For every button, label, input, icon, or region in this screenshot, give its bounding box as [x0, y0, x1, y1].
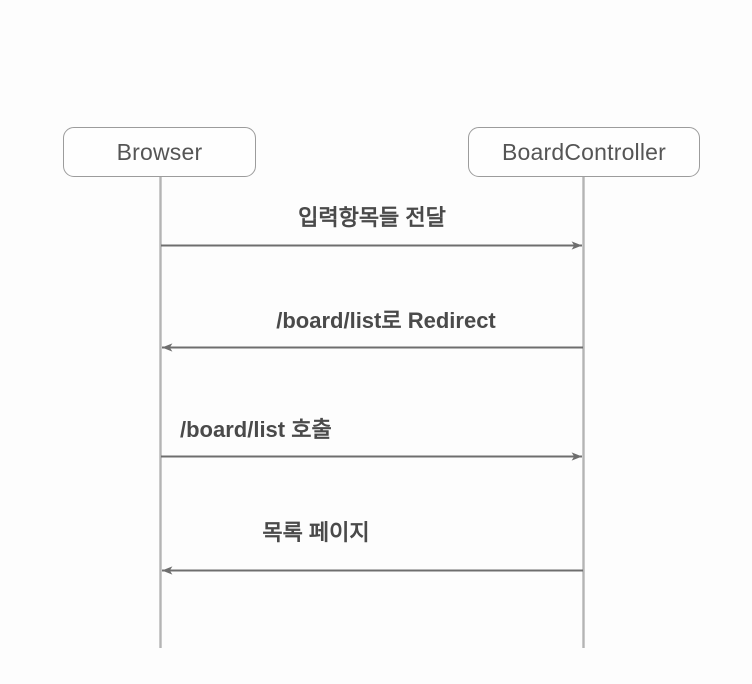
participant-box-browser[interactable]: Browser	[63, 127, 256, 177]
participant-box-boardcontroller[interactable]: BoardController	[468, 127, 700, 177]
message-label-input-items: 입력항목들 전달	[298, 205, 446, 230]
message-label-list-call: /board/list 호출	[180, 417, 332, 442]
lifeline-group	[159, 177, 585, 648]
message-label-list-page: 목록 페이지	[262, 520, 370, 545]
message-label-redirect: /board/list로 Redirect	[276, 308, 496, 333]
message-arrow-group	[161, 241, 583, 575]
participant-label-browser: Browser	[116, 138, 203, 165]
participant-label-boardcontroller: BoardController	[501, 138, 667, 165]
